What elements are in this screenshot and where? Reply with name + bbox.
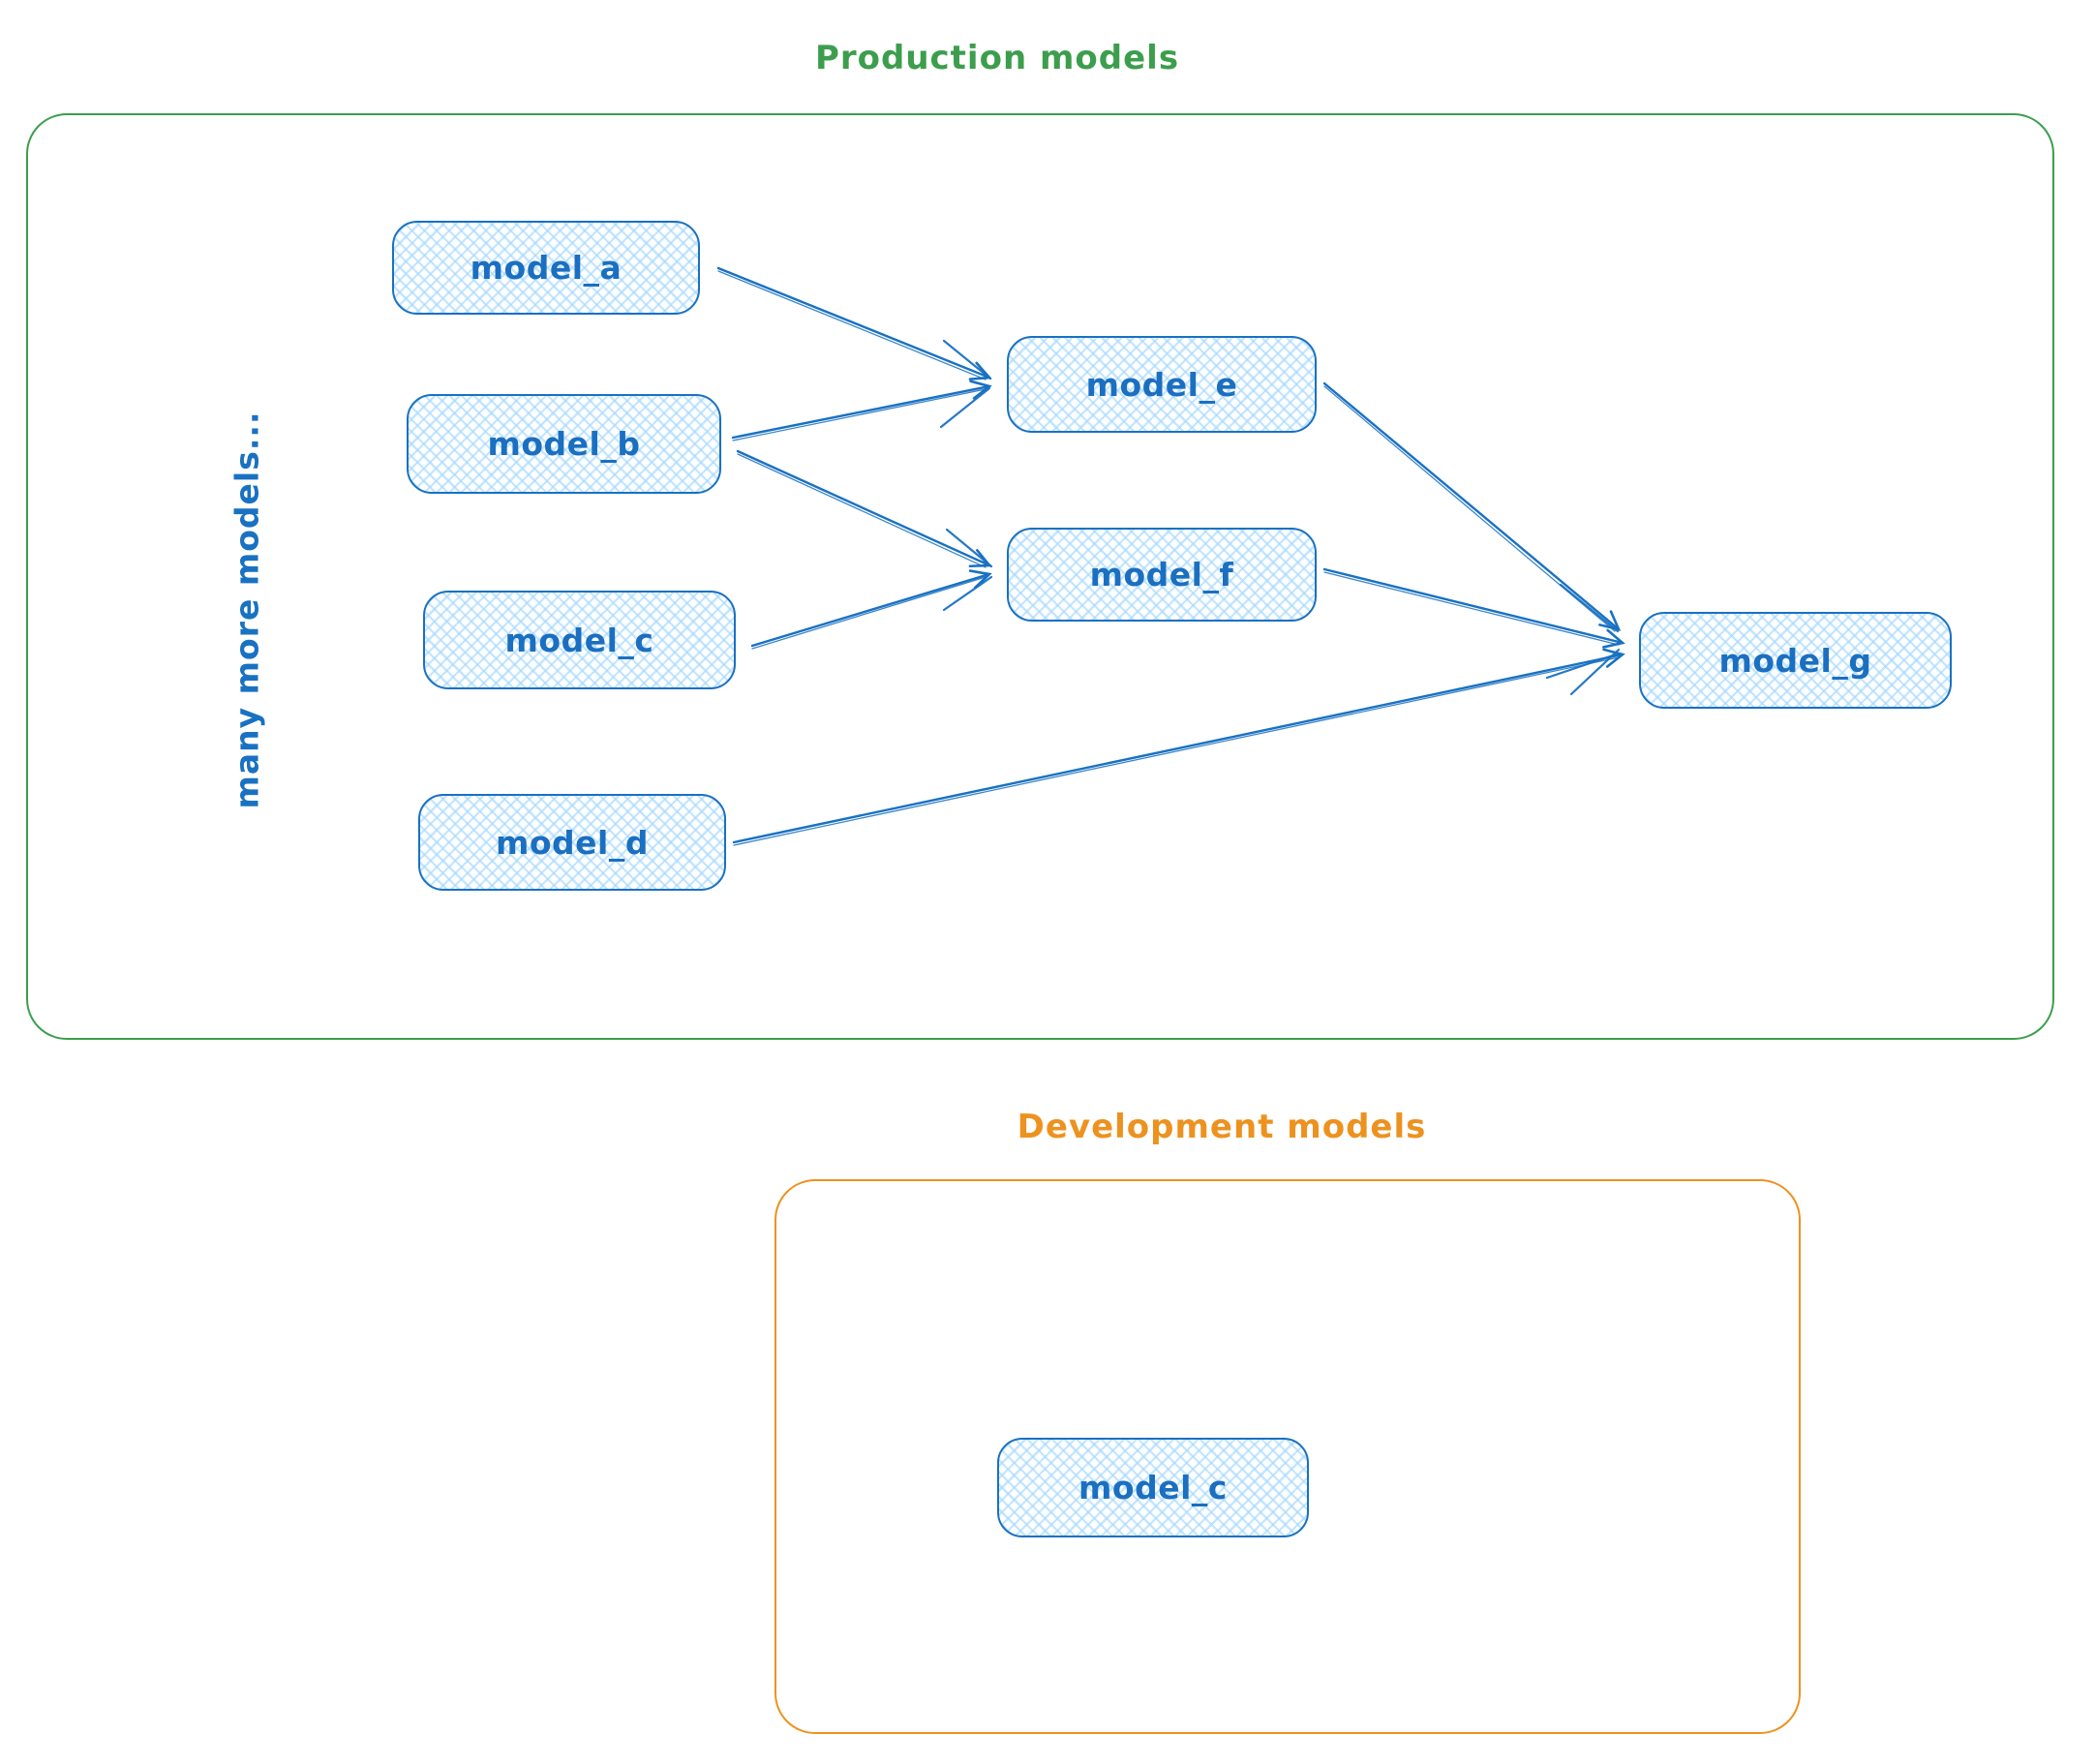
node-model-d-label: model_d (496, 823, 649, 862)
node-model-e[interactable]: model_e (1007, 336, 1317, 433)
node-model-a[interactable]: model_a (392, 221, 700, 315)
node-model-g-label: model_g (1718, 641, 1872, 680)
node-dev-model-c[interactable]: model_c (997, 1438, 1309, 1537)
many-more-models-note: many more models... (228, 411, 266, 809)
node-model-c-label: model_c (504, 621, 654, 659)
development-container (774, 1179, 1801, 1734)
node-model-g[interactable]: model_g (1639, 612, 1952, 709)
node-dev-model-c-label: model_c (1078, 1469, 1228, 1506)
node-model-b[interactable]: model_b (407, 394, 721, 494)
node-model-f-label: model_f (1089, 556, 1234, 593)
production-container (26, 113, 2054, 1040)
development-title: Development models (1017, 1108, 1427, 1146)
node-model-b-label: model_b (487, 425, 641, 463)
node-model-f[interactable]: model_f (1007, 528, 1317, 622)
node-model-d[interactable]: model_d (418, 794, 726, 891)
production-title: Production models (814, 39, 1180, 77)
node-model-c[interactable]: model_c (423, 591, 736, 689)
node-model-e-label: model_e (1085, 365, 1238, 404)
node-model-a-label: model_a (470, 249, 622, 287)
